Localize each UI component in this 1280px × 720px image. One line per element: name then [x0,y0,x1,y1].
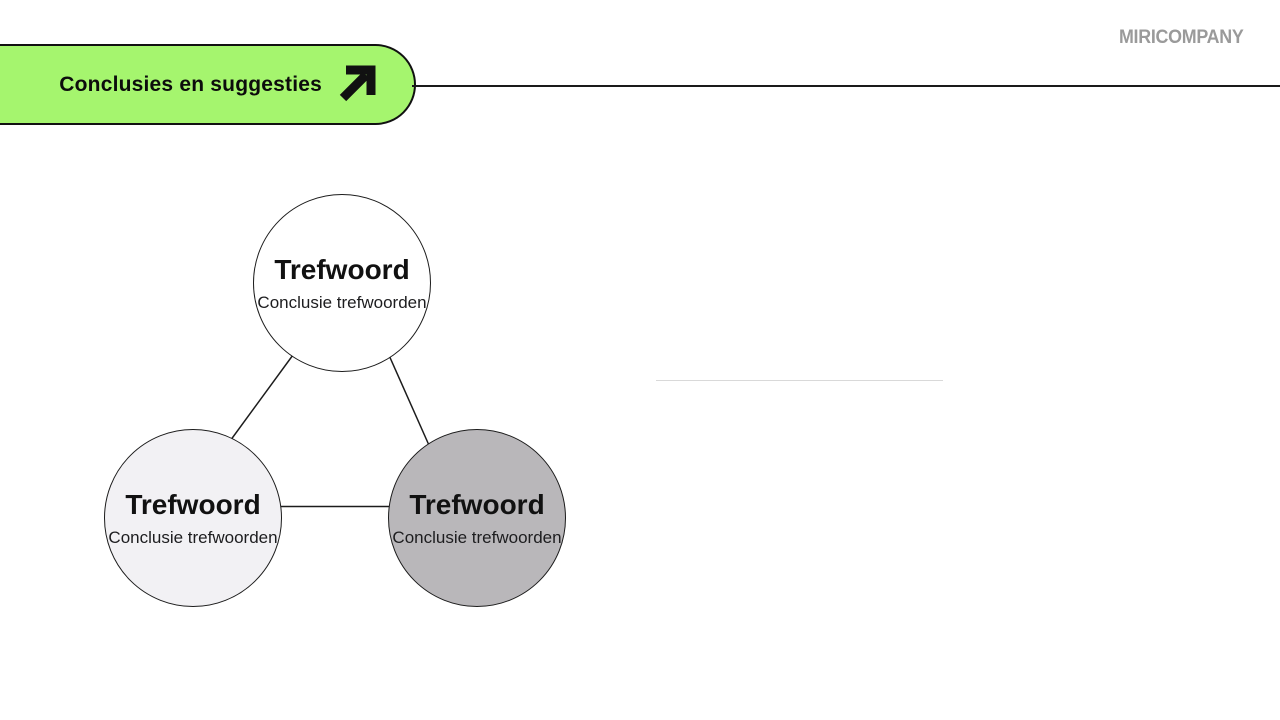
node-title: Trefwoord [125,488,261,520]
node-subtitle: Conclusie trefwoorden [257,292,427,312]
section-title: Conclusies en suggesties [59,72,322,96]
node-title: Trefwoord [274,253,410,285]
diagram-node-top: Trefwoord Conclusie trefwoorden [253,194,431,372]
node-subtitle: Conclusie trefwoorden [392,527,562,547]
node-title: Trefwoord [409,488,545,520]
diagram-node-bottom-left: Trefwoord Conclusie trefwoorden [104,429,282,607]
header-rule-line [412,85,1280,87]
brand-logo-text: MIRICOMPANY [1119,27,1244,48]
diagram-node-bottom-right: Trefwoord Conclusie trefwoorden [388,429,566,607]
arrow-up-right-icon [339,65,376,101]
placeholder-divider-line [656,380,943,381]
section-title-pill: Conclusies en suggesties [0,44,416,125]
node-subtitle: Conclusie trefwoorden [108,527,278,547]
